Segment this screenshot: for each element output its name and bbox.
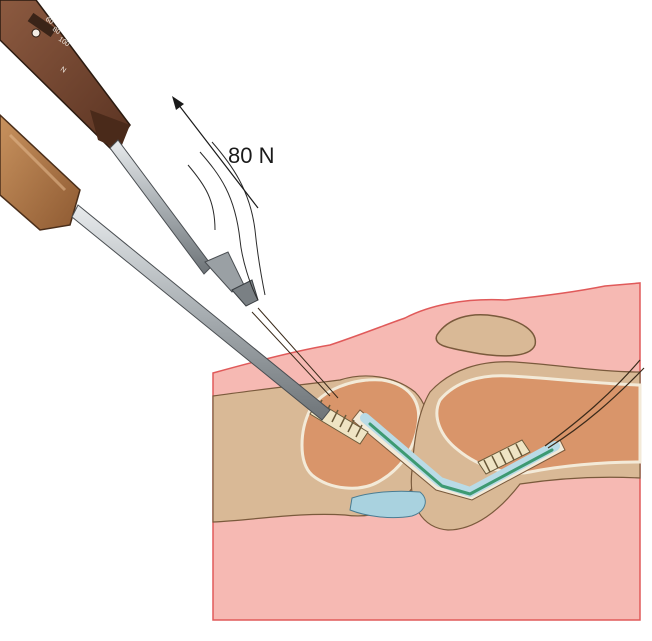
tibial-screw [477,439,531,475]
motion-lines [187,141,266,301]
scale-mark-60: 60 [44,16,54,26]
scale-unit: N [59,66,67,75]
meniscus [349,490,426,519]
tension-sutures [251,307,339,399]
tendon-graft [360,413,560,497]
tibial-plateau-inner [435,374,642,475]
scale-mark-80: 80 [51,26,61,36]
force-arrow [172,96,259,209]
graft-sutures [544,359,645,449]
force-label: 80 N [228,143,274,168]
screwdriver [0,113,331,421]
patella [435,314,536,357]
graft-core [368,422,554,496]
